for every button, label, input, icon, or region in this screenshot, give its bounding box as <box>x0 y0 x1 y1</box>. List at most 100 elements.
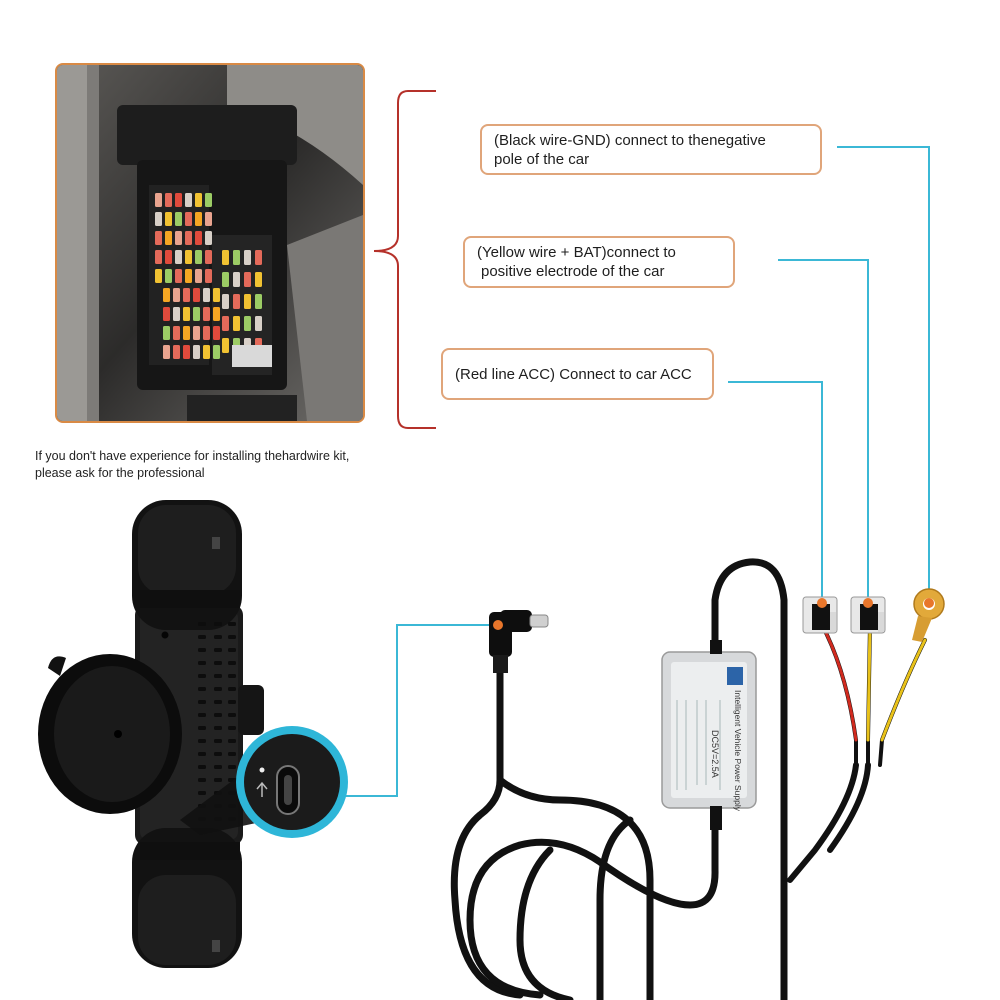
fuse <box>244 272 251 287</box>
fuse <box>213 345 220 359</box>
fuse <box>195 212 202 226</box>
fuse <box>163 326 170 340</box>
fuse <box>183 288 190 302</box>
fuse <box>205 231 212 245</box>
fuse <box>203 307 210 321</box>
vent-slot <box>198 726 206 730</box>
fuse <box>185 250 192 264</box>
vent-slot <box>214 739 222 743</box>
fuse <box>155 250 162 264</box>
fuse <box>173 326 180 340</box>
fuse <box>163 288 170 302</box>
fuse <box>205 250 212 264</box>
fuse <box>193 345 200 359</box>
fuse <box>163 345 170 359</box>
fuse-tap-icon <box>802 596 886 634</box>
fuse <box>195 193 202 207</box>
vent-slot <box>198 752 206 756</box>
fuse <box>203 326 210 340</box>
fuse <box>203 288 210 302</box>
dashcam-icon <box>38 500 264 968</box>
vent-slot <box>198 687 206 691</box>
fuse <box>233 316 240 331</box>
fuse <box>193 326 200 340</box>
ring-terminal-icon <box>912 588 945 642</box>
fuse <box>183 345 190 359</box>
fuse <box>222 294 229 309</box>
fuse <box>165 269 172 283</box>
fuse <box>255 272 262 287</box>
fuse <box>175 212 182 226</box>
fuse <box>155 231 162 245</box>
vent-slot <box>214 661 222 665</box>
callout-bat-line1: (Yellow wire + BAT)connect to <box>477 244 676 261</box>
fuse <box>222 272 229 287</box>
vent-slot <box>228 687 236 691</box>
fuse <box>205 212 212 226</box>
fuse <box>205 193 212 207</box>
fuse <box>183 307 190 321</box>
vent-slot <box>228 765 236 769</box>
main-cable <box>450 558 788 1000</box>
fuse <box>222 316 229 331</box>
fuse <box>173 307 180 321</box>
module-output-label: DC5V=2.5A <box>710 730 720 778</box>
vent-slot <box>214 687 222 691</box>
callout-gnd-line2: pole of the car <box>494 151 590 168</box>
callout-bat: (Yellow wire + BAT)connect to positive e… <box>463 236 735 288</box>
fuse <box>163 307 170 321</box>
fuse <box>244 294 251 309</box>
fuse <box>205 269 212 283</box>
usb-c-plug-icon <box>489 610 549 673</box>
vent-slot <box>198 765 206 769</box>
fuse <box>165 231 172 245</box>
leader-lines <box>336 146 930 797</box>
vent-slot <box>228 661 236 665</box>
callout-bat-line2: positive electrode of the car <box>481 263 665 280</box>
fuse <box>213 288 220 302</box>
fuse <box>175 231 182 245</box>
fuse <box>185 212 192 226</box>
callout-gnd-line1: (Black wire-GND) connect to thenegative <box>494 132 766 149</box>
fuse <box>213 307 220 321</box>
vent-slot <box>214 648 222 652</box>
vent-slot <box>198 674 206 678</box>
callout-acc: (Red line ACC) Connect to car ACC <box>441 348 714 400</box>
fuse <box>213 326 220 340</box>
vent-slot <box>228 726 236 730</box>
vent-slot <box>198 622 206 626</box>
fuse <box>175 269 182 283</box>
fuse <box>244 250 251 265</box>
fuse <box>193 288 200 302</box>
fuse <box>155 193 162 207</box>
fuse <box>155 212 162 226</box>
fuse <box>173 288 180 302</box>
fuse <box>195 231 202 245</box>
fuse <box>222 250 229 265</box>
callout-acc-line1: (Red line ACC) Connect to car ACC <box>455 366 692 383</box>
vent-slot <box>198 700 206 704</box>
fuse <box>173 345 180 359</box>
vent-slot <box>198 791 206 795</box>
fuse <box>165 212 172 226</box>
fuse <box>244 316 251 331</box>
fuse <box>165 250 172 264</box>
fuse <box>165 193 172 207</box>
vent-slot <box>228 752 236 756</box>
bracket <box>373 90 436 429</box>
vent-slot <box>228 622 236 626</box>
vent-slot <box>198 661 206 665</box>
fuse <box>185 231 192 245</box>
vent-slot <box>198 648 206 652</box>
connection-dots <box>493 598 934 630</box>
fuse <box>255 316 262 331</box>
vent-slot <box>198 778 206 782</box>
fuse <box>233 250 240 265</box>
vent-slot <box>228 713 236 717</box>
fuse <box>255 294 262 309</box>
fuse <box>195 250 202 264</box>
vent-slot <box>228 739 236 743</box>
vent-slot <box>214 765 222 769</box>
